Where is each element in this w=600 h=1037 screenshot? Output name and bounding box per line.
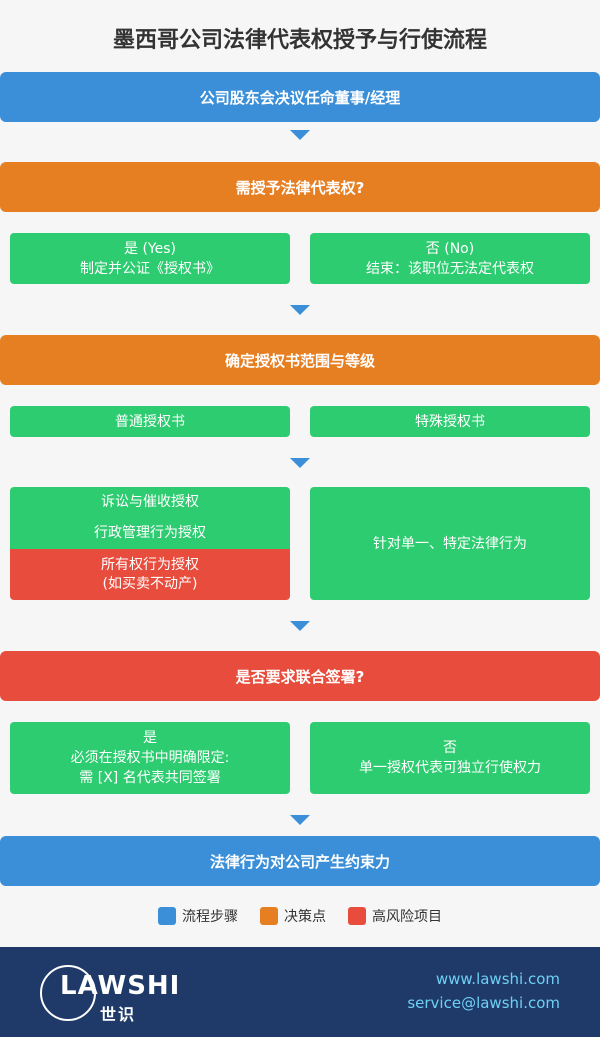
yes-branch-joint-signature: 是 必须在授权书中明确限定: 需 [X] 名代表共同签署: [10, 722, 290, 794]
decision-joint-signature: 是否要求联合签署?: [0, 651, 600, 701]
general-power-of-attorney: 普通授权书: [10, 406, 290, 437]
contact-info: www.lawshi.com service@lawshi.com: [407, 967, 560, 1015]
legend-item-risk: 高风险项目: [348, 906, 442, 926]
no-branch-end: 否 (No) 结束：该职位无法定代表权: [310, 233, 590, 284]
legend-swatch-blue: [158, 907, 176, 925]
legend-item-process: 流程步骤: [158, 906, 238, 926]
general-scope-group: 诉讼与催收授权 行政管理行为授权 所有权行为授权 (如买卖不动产): [10, 487, 290, 600]
ownership-example: (如买卖不动产): [102, 575, 198, 592]
yes-detail: 必须在授权书中明确限定:: [70, 750, 230, 766]
step-appoint-directors: 公司股东会决议任命董事/经理: [0, 72, 600, 122]
legend-swatch-red: [348, 907, 366, 925]
flow-arrow: [290, 130, 310, 140]
yes-label: 是 (Yes): [124, 240, 176, 257]
no-branch-single-signature: 否 单一授权代表可独立行使权力: [310, 722, 590, 794]
yes-detail-count: 需 [X] 名代表共同签署: [79, 770, 221, 786]
website-link[interactable]: www.lawshi.com: [435, 970, 560, 988]
step-determine-scope: 确定授权书范围与等级: [0, 335, 600, 385]
flow-arrow: [290, 621, 310, 631]
special-power-of-attorney: 特殊授权书: [310, 406, 590, 437]
page-title: 墨西哥公司法律代表权授予与行使流程: [112, 28, 487, 53]
flow-arrow: [290, 305, 310, 315]
ownership-authorization: 所有权行为授权: [101, 556, 199, 573]
lawshi-logo: LAWSHI 世识: [40, 965, 181, 1024]
ownership-authorization-risk: 所有权行为授权 (如买卖不动产): [10, 549, 290, 600]
no-detail: 结束：该职位无法定代表权: [366, 260, 534, 277]
yes-label: 是: [143, 730, 157, 746]
specific-legal-act: 针对单一、特定法律行为: [310, 487, 590, 600]
legend-label: 流程步骤: [182, 909, 238, 925]
legend-label: 决策点: [284, 909, 326, 925]
yes-detail: 制定并公证《授权书》: [80, 260, 220, 277]
logo-chinese-text: 世识: [100, 1005, 137, 1024]
logo-text: LAWSHI: [60, 971, 181, 1001]
no-detail: 单一授权代表可独立行使权力: [359, 760, 541, 776]
yes-branch-power-of-attorney: 是 (Yes) 制定并公证《授权书》: [10, 233, 290, 284]
flow-arrow: [290, 815, 310, 825]
litigation-authorization: 诉讼与催收授权: [101, 494, 199, 510]
final-binding-effect: 法律行为对公司产生约束力: [0, 836, 600, 886]
logo-circle-icon: [40, 965, 96, 1021]
decision-grant-representation: 需授予法律代表权?: [0, 162, 600, 212]
administrative-authorization: 行政管理行为授权: [94, 525, 206, 541]
email-link[interactable]: service@lawshi.com: [407, 994, 560, 1012]
legend-item-decision: 决策点: [260, 906, 326, 926]
no-label: 否 (No): [425, 240, 475, 257]
no-label: 否: [443, 740, 457, 756]
flow-arrow: [290, 458, 310, 468]
legend-swatch-orange: [260, 907, 278, 925]
legend-label: 高风险项目: [372, 909, 442, 925]
legend: 流程步骤 决策点 高风险项目: [0, 906, 600, 926]
footer: LAWSHI 世识 www.lawshi.com service@lawshi.…: [0, 947, 600, 1037]
general-scope-items: 诉讼与催收授权 行政管理行为授权: [10, 487, 290, 549]
